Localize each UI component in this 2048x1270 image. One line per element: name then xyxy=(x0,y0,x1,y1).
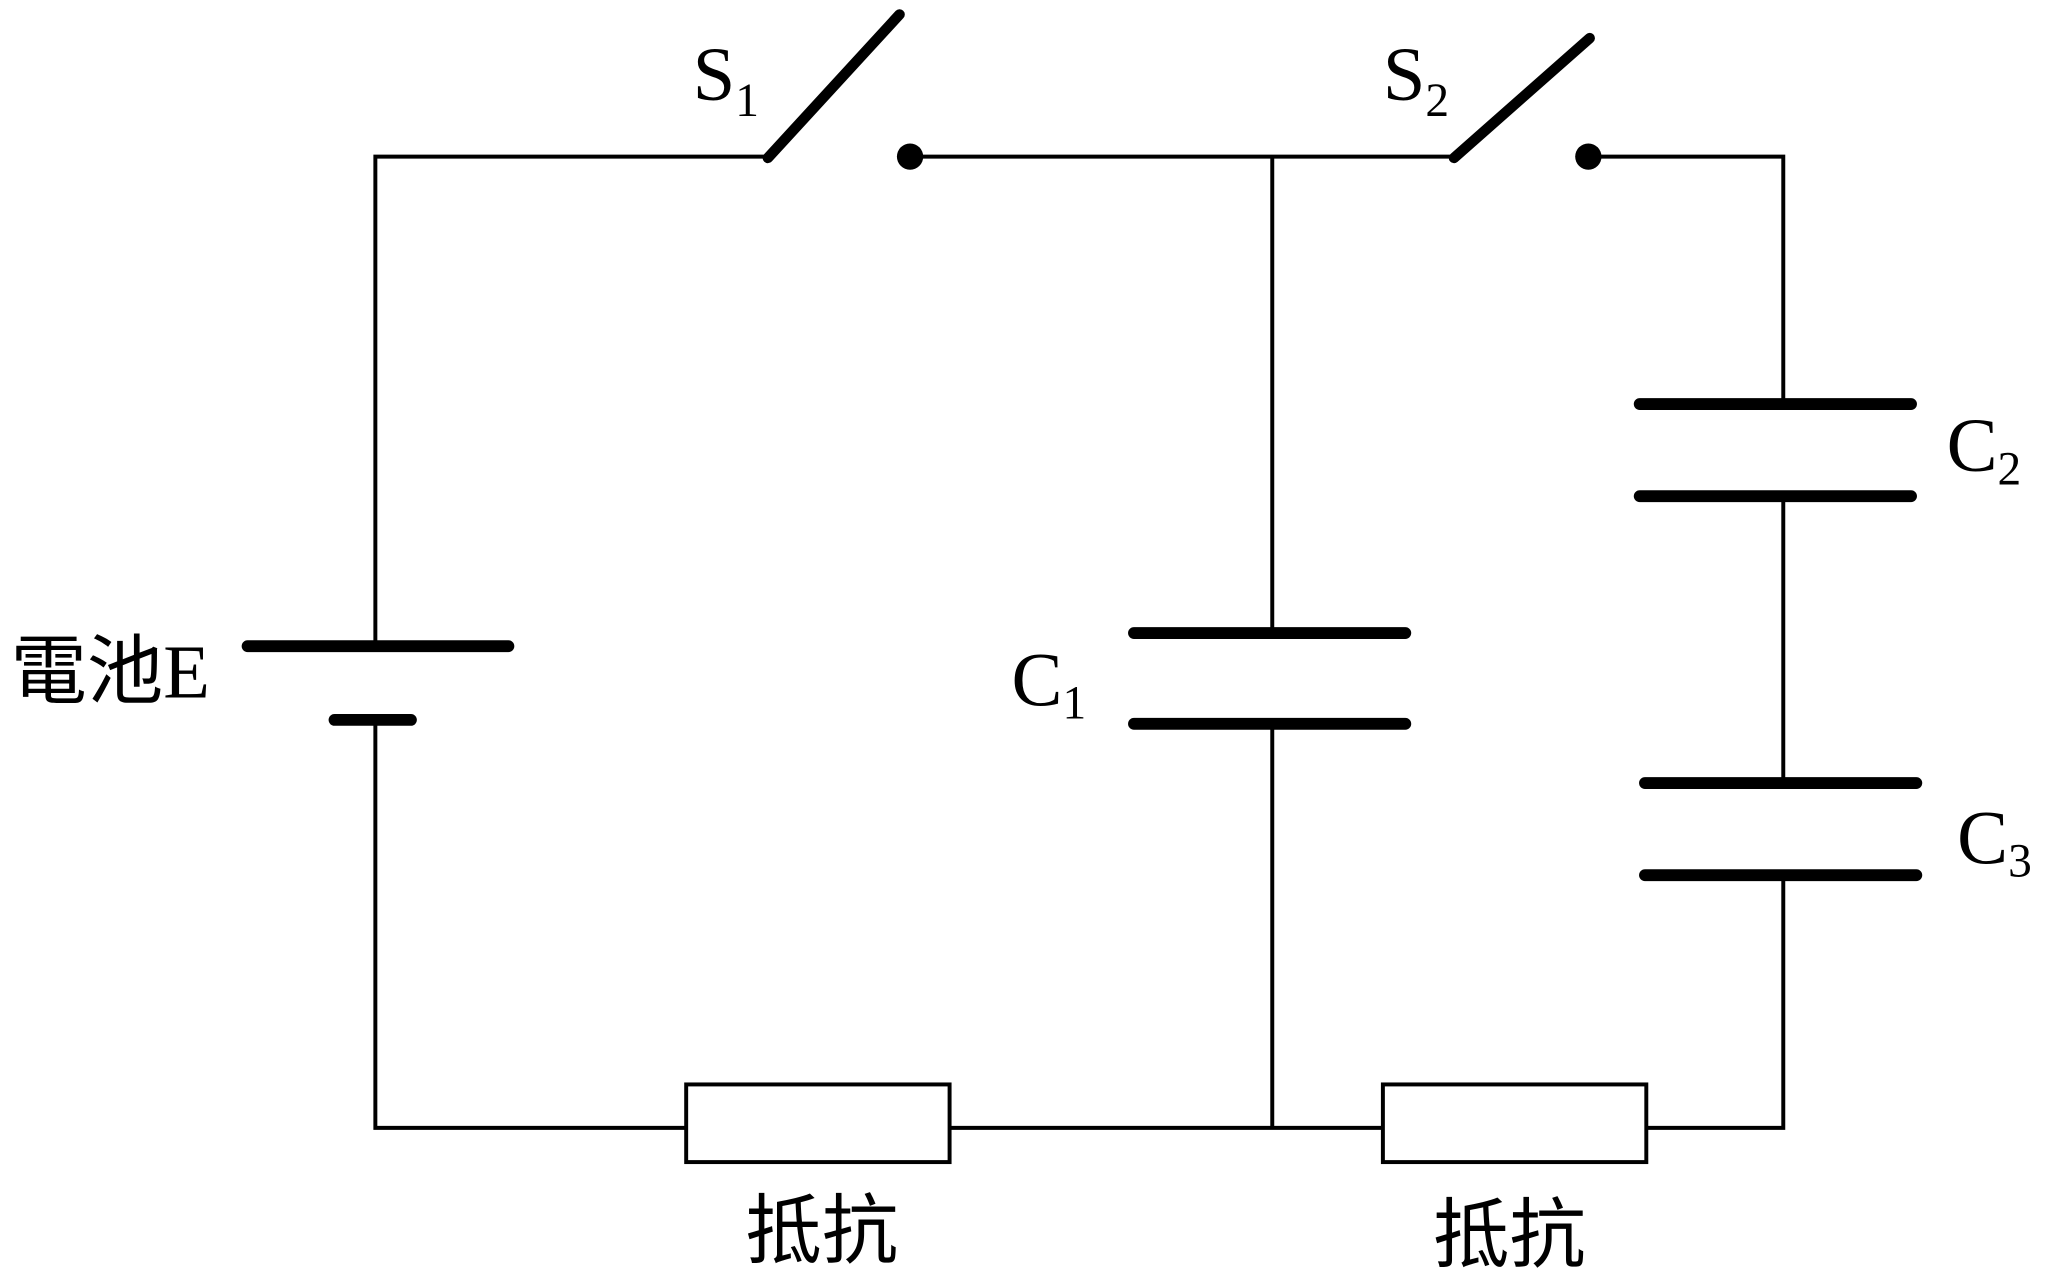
capacitor-c2 xyxy=(1633,398,1917,503)
capacitor-c2-label: C2 xyxy=(1947,403,2022,495)
capacitor-c1 xyxy=(1128,627,1412,730)
battery-label: 電池E xyxy=(11,630,210,715)
resistor-1-label: 抵抗 xyxy=(745,1189,898,1270)
switch-s1-label: S1 xyxy=(693,32,759,127)
resistor-1 xyxy=(684,1082,952,1165)
battery-e xyxy=(241,640,515,726)
capacitor-c3 xyxy=(1639,777,1923,882)
switch-s2 xyxy=(1448,32,1602,170)
switch-s1 xyxy=(762,9,924,170)
wires xyxy=(373,154,1786,1130)
capacitor-c1-label: C1 xyxy=(1011,637,1086,729)
switch-s2-label: S2 xyxy=(1383,32,1449,127)
resistor-2-label: 抵抗 xyxy=(1433,1193,1586,1270)
capacitor-c3-label: C3 xyxy=(1957,795,2032,887)
resistor-2 xyxy=(1380,1082,1649,1165)
